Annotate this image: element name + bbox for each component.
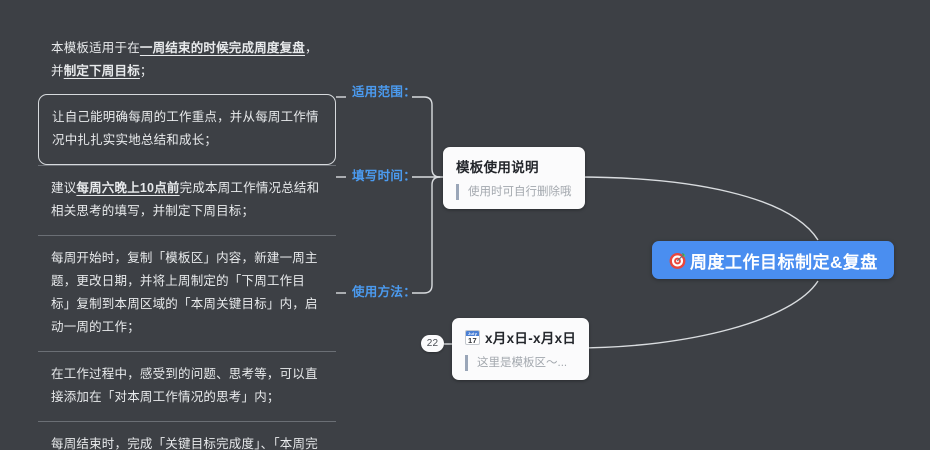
outline-emphasis-text: 每周六晚上10点前 — [76, 181, 180, 195]
outline-text: 在工作过程中，感受到的问题、思考等，可以直接添加在「对本周工作情况的思考」内； — [51, 367, 318, 404]
root-node[interactable]: 周度工作目标制定&复盘 — [652, 241, 894, 279]
calendar-icon: July 17 — [465, 329, 480, 345]
outline-block[interactable]: 本模板适用于在一周结束的时候完成周度复盘，并制定下周目标； — [38, 26, 336, 95]
note-card-date[interactable]: July 17 x月x日-x月x日 这里是模板区～... — [452, 318, 590, 380]
outline-text: 完成本周工作情况总结和相关思考的填写，并制定下周目标； — [51, 181, 320, 218]
outline-emphasis-text: 制定下周目标 — [63, 64, 140, 78]
outline-column[interactable]: 本模板适用于在一周结束的时候完成周度复盘，并制定下周目标； 让自己能明确每周的工作… — [38, 26, 336, 450]
branch-label-time[interactable]: 填写时间： — [352, 169, 417, 183]
outline-text: 本模板适用于在 — [51, 41, 140, 55]
note-card-guide-title: 模板使用说明 — [456, 160, 539, 175]
note-card-guide-subtitle: 使用时可自行删除哦 — [456, 184, 572, 200]
root-node-title: 周度工作目标制定&复盘 — [690, 252, 878, 272]
branch-label-scope[interactable]: 适用范围： — [352, 85, 417, 99]
branch-label-method[interactable]: 使用方法： — [352, 285, 417, 299]
outline-text: 每周开始时，复制「模板区」内容，新建一周主题，更改日期，并将上周制定的「下周工作… — [51, 251, 318, 334]
outline-text: 让自己能明确每周的工作重点，并从每周工作情况中扎扎实实地总结和成长； — [52, 110, 319, 147]
outline-text: ； — [139, 64, 153, 78]
outline-block[interactable]: 让自己能明确每周的工作重点，并从每周工作情况中扎扎实实地总结和成长； — [38, 94, 336, 165]
calendar-icon-month: July — [466, 330, 479, 336]
outline-block[interactable]: 每周开始时，复制「模板区」内容，新建一周主题，更改日期，并将上周制定的「下周工作… — [38, 235, 336, 351]
outline-text: ，并 — [51, 41, 318, 78]
note-card-date-title-row: July 17 x月x日-x月x日 — [465, 327, 576, 347]
child-count-badge[interactable]: 22 — [421, 335, 444, 352]
outline-text: 每周结束时，完成「关键目标完成度」、「本周完成的工作成果」、「对本周工作情况的思… — [51, 437, 318, 450]
outline-block[interactable]: 建议每周六晚上10点前完成本周工作情况总结和相关思考的填写，并制定下周目标； — [38, 165, 336, 235]
outline-block[interactable]: 每周结束时，完成「关键目标完成度」、「本周完成的工作成果」、「对本周工作情况的思… — [38, 421, 336, 450]
calendar-icon-day: 17 — [468, 335, 477, 345]
target-icon — [669, 252, 686, 269]
outline-text: 建议 — [51, 181, 77, 195]
note-card-date-subtitle: 这里是模板区～... — [465, 355, 576, 371]
note-card-guide[interactable]: 模板使用说明 使用时可自行删除哦 — [443, 147, 585, 209]
outline-emphasis-text: 一周结束的时候完成周度复盘 — [139, 41, 306, 55]
note-card-date-title: x月x日-x月x日 — [485, 331, 577, 346]
outline-block[interactable]: 在工作过程中，感受到的问题、思考等，可以直接添加在「对本周工作情况的思考」内； — [38, 351, 336, 421]
